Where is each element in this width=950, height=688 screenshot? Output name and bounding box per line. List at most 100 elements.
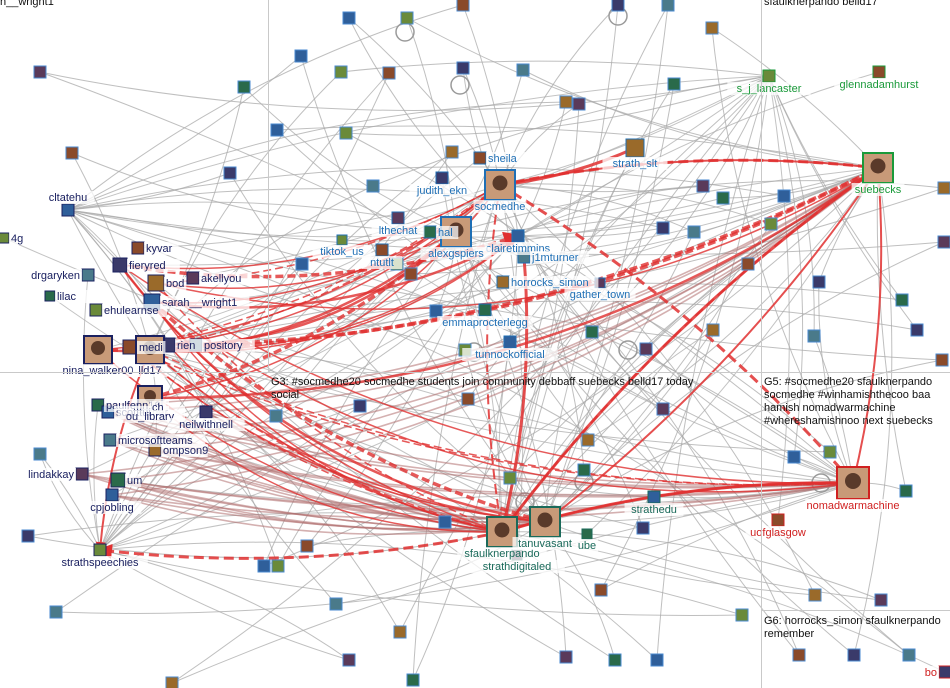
node-clairetimmins [512, 230, 524, 242]
label-neilwithnell: neilwithnell [179, 419, 233, 431]
node-ube [582, 529, 592, 539]
group-divider-v1 [268, 0, 269, 372]
label-pository: pository [204, 340, 243, 352]
profile-node-52 [330, 598, 342, 610]
profile-node-21 [446, 146, 458, 158]
node-judith_ekn [436, 172, 448, 184]
group-caption-g5: G5: #socmedhe20 sfaulknerpando socmedhe … [764, 376, 933, 428]
profile-node-57 [272, 560, 284, 572]
node-hal [424, 226, 436, 238]
node-strath_slt [626, 139, 644, 157]
self-loop-0 [396, 23, 414, 41]
profile-node-71 [900, 485, 912, 497]
group-divider-h1 [0, 372, 950, 373]
profile-node-18 [66, 147, 78, 159]
group-caption-g6: G6: horrocks_simon sfaulknerpando rememb… [764, 615, 941, 641]
label-gather_town: gather_town [570, 289, 631, 301]
profile-node-58 [301, 540, 313, 552]
label-lindakkay: lindakkay [28, 469, 74, 481]
label-alexgspiers: alexgspiers [428, 248, 484, 260]
group-divider-h2 [761, 610, 950, 611]
profile-node-49 [504, 472, 516, 484]
label-akellyou: akellyou [201, 273, 241, 285]
self-loop-1 [451, 76, 469, 94]
label-ou_library: ou_library [126, 411, 175, 423]
profile-node-36 [688, 226, 700, 238]
node-emmaprocterlegg [479, 304, 491, 316]
profile-node-29 [938, 182, 950, 194]
node-lindakkay [76, 468, 88, 480]
label-fieryred: fieryred [129, 260, 166, 272]
profile-node-3 [612, 0, 624, 11]
profile-node-60 [50, 606, 62, 618]
label-ntutlt: ntutlt [370, 257, 394, 269]
avatar-suebecks [871, 159, 886, 174]
node-sheila [474, 152, 486, 164]
profile-node-27 [813, 276, 825, 288]
edge-weak-18 [341, 61, 769, 76]
label-lld17: lld17 [138, 365, 161, 377]
edge-weak-25 [523, 70, 878, 168]
profile-node-32 [296, 258, 308, 270]
edge-weak-184 [68, 202, 398, 218]
profile-node-74 [936, 354, 948, 366]
profile-node-70 [875, 594, 887, 606]
label-tanuvasant: tanuvasant [518, 538, 572, 550]
profile-node-4 [662, 0, 674, 11]
avatar-tanuvasant [538, 513, 553, 528]
profile-node-48 [439, 516, 451, 528]
node-strathspeechies [94, 544, 106, 556]
profile-node-62 [560, 651, 572, 663]
profile-node-2 [457, 0, 469, 11]
profile-node-0 [343, 12, 355, 24]
profile-node-31 [896, 294, 908, 306]
label-horrocks_simon: horrocks_simon [511, 277, 589, 289]
avatar-sfaulknerpando [495, 523, 510, 538]
label-uofglasgow: uofglasgow [750, 527, 806, 539]
label-cpjobling: cpjobling [90, 502, 133, 514]
label-bo: bo [925, 667, 937, 679]
profile-node-9 [335, 66, 347, 78]
profile-node-45 [582, 434, 594, 446]
node-bod [148, 275, 164, 291]
profile-node-7 [238, 81, 250, 93]
label-drgaryken: drgaryken [31, 270, 80, 282]
label-nomadwarmachine: nomadwarmachine [807, 500, 900, 512]
edge-weak-15 [244, 87, 456, 232]
profile-node-24 [778, 190, 790, 202]
node-neilwithnell [200, 406, 212, 418]
label-judith_ekn: judith_ekn [416, 185, 467, 197]
label-s_j_lancaster: s_j_lancaster [737, 83, 802, 95]
profile-node-13 [560, 96, 572, 108]
profile-node-25 [765, 218, 777, 230]
profile-node-73 [824, 446, 836, 458]
label-um: um [127, 475, 142, 487]
node-ehulearnse [90, 304, 102, 316]
profile-node-37 [707, 324, 719, 336]
label-nina_walker00: nina_walker00 [63, 365, 134, 377]
group-divider-v2 [761, 0, 762, 688]
profile-node-50 [595, 584, 607, 596]
node-medi [123, 340, 137, 354]
profile-node-26 [742, 258, 754, 270]
profile-node-22 [697, 180, 709, 192]
profile-node-63 [609, 654, 621, 666]
profile-node-20 [367, 180, 379, 192]
label-lilac: lilac [57, 291, 76, 303]
avatar-nomadwarmachine [845, 473, 861, 489]
label-strathedu: strathedu [631, 504, 677, 516]
node-uofglasgow [772, 514, 784, 526]
label-emmaprocterlegg: emmaprocterlegg [442, 317, 528, 329]
profile-node-69 [809, 589, 821, 601]
profile-node-34 [405, 268, 417, 280]
label-sarah_wright1: sarah__wright1 [162, 297, 237, 309]
node-s_j_lancaster [763, 70, 775, 82]
profile-node-40 [430, 305, 442, 317]
profile-node-47 [578, 464, 590, 476]
profile-node-14 [573, 98, 585, 110]
profile-node-75 [911, 324, 923, 336]
profile-node-51 [637, 522, 649, 534]
node-lilac [45, 291, 55, 301]
node-glennadamhurst [873, 66, 885, 78]
profile-node-5 [706, 22, 718, 34]
